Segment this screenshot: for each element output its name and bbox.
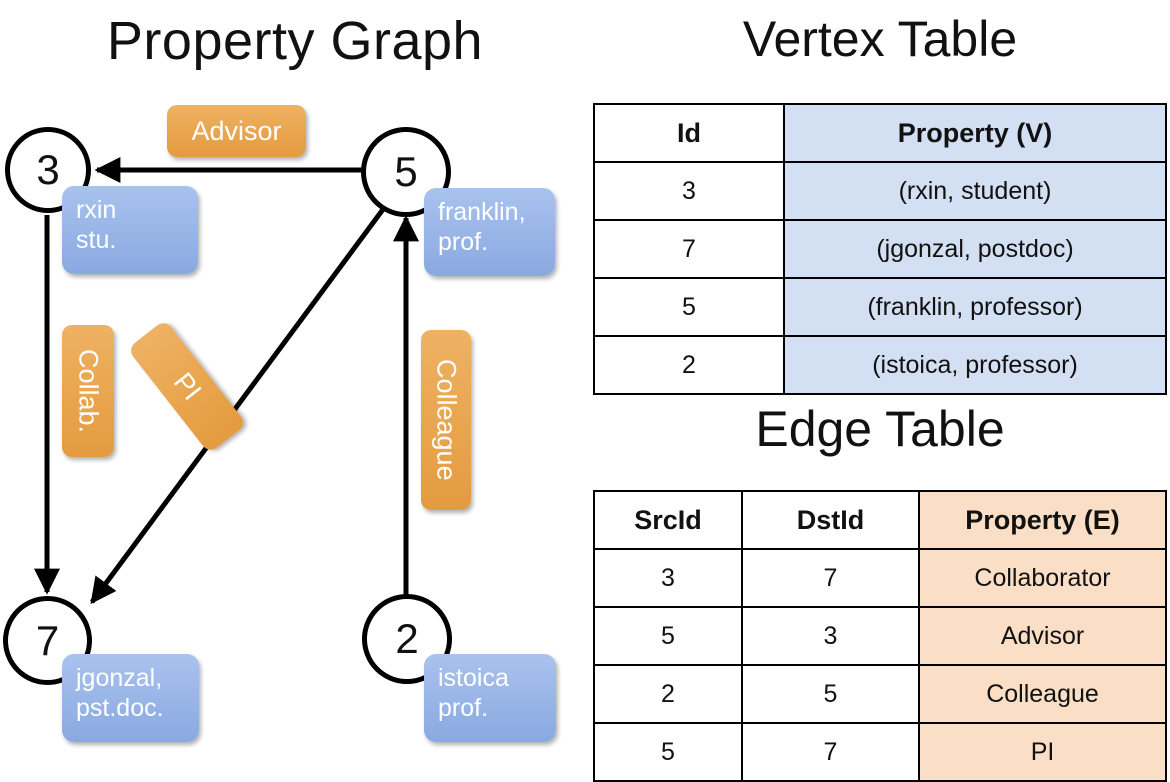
node-5-property-line1: franklin, [438,198,526,226]
node-7-property-line1: jgonzal, [76,664,163,692]
vertex-row-1-id: 7 [593,219,785,279]
graph-node-3-label: 3 [36,146,60,193]
vertex-row-0-property: (rxin, student) [783,161,1167,221]
edge-table-header-row: SrcId DstId Property (E) [593,490,1167,550]
edge-table-col-property: Property (E) [918,490,1167,550]
edge-table-title: Edge Table [755,401,1005,457]
slide-canvas: Property Graph Vertex Table Edge Table 3… [3,11,1167,782]
table-row[interactable]: 5 (franklin, professor) [593,277,1167,337]
vertex-table-header-row: Id Property (V) [593,103,1167,163]
edge-row-3-property: PI [918,722,1167,782]
vertex-table-col-id: Id [593,103,785,163]
edge-label-advisor-text: Advisor [191,115,282,146]
edge-label-collab-text: Collab. [73,348,104,434]
vertex-row-2-id: 5 [593,277,785,337]
graph-node-2-label: 2 [395,615,419,662]
edge-row-3-src: 5 [593,722,743,782]
edge-row-3-dst: 7 [741,722,920,782]
graph-node-5-label: 5 [394,148,418,195]
node-3-property-badge[interactable]: rxin stu. [62,186,198,274]
graph-node-7-label: 7 [35,616,60,664]
node-7-property-line2: pst.doc. [76,693,164,722]
edge-row-1-src: 5 [593,606,743,666]
graph-node-2[interactable]: 2 [362,594,452,684]
vertex-row-3-property: (istoica, professor) [783,335,1167,395]
table-row[interactable]: 5 7 PI [593,722,1167,782]
vertex-row-0-id: 3 [593,161,785,221]
edge-row-0-dst: 7 [741,548,920,608]
table-row[interactable]: 2 (istoica, professor) [593,335,1167,395]
edge-label-advisor[interactable]: Advisor [167,105,306,157]
vertex-table-col-property: Property (V) [783,103,1167,163]
node-5-property-line2: prof. [438,227,489,256]
edge-label-colleague-text: Colleague [431,359,462,481]
vertex-table-title: Vertex Table [742,11,1018,67]
edge-table: SrcId DstId Property (E) 3 7 Collaborato… [593,490,1167,782]
vertex-row-2-property: (franklin, professor) [783,277,1167,337]
node-5-property-badge[interactable]: franklin, prof. [424,188,555,276]
vertex-row-1-property: (jgonzal, postdoc) [783,219,1167,279]
node-2-property-line1: istoica [438,664,509,692]
edge-row-2-dst: 5 [741,664,920,724]
table-row[interactable]: 3 (rxin, student) [593,161,1167,221]
edge-label-pi-text: PI [167,366,208,406]
edge-row-1-property: Advisor [918,606,1167,666]
node-3-property-line1: rxin [76,196,117,224]
node-2-property-badge[interactable]: istoica prof. [424,654,556,742]
node-2-property-line2: prof. [438,693,489,722]
edge-row-2-property: Colleague [918,664,1167,724]
edge-row-1-dst: 3 [741,606,920,666]
node-3-property-line2: stu. [76,225,117,254]
edge-5-to-7 [89,206,387,605]
edge-table-col-srcid: SrcId [593,490,743,550]
graph-edges [34,157,419,605]
table-row[interactable]: 2 5 Colleague [593,664,1167,724]
table-row[interactable]: 7 (jgonzal, postdoc) [593,219,1167,279]
property-graph-title: Property Graph [106,11,484,71]
table-row[interactable]: 5 3 Advisor [593,606,1167,666]
edge-label-collab[interactable]: Collab. [62,325,114,457]
edge-row-0-property: Collaborator [918,548,1167,608]
node-7-property-badge[interactable]: jgonzal, pst.doc. [62,654,199,742]
vertex-table: Id Property (V) 3 (rxin, student) 7 (jgo… [593,103,1167,395]
edge-row-2-src: 2 [593,664,743,724]
table-row[interactable]: 3 7 Collaborator [593,548,1167,608]
graph-node-5[interactable]: 5 [361,127,451,217]
edge-row-0-src: 3 [593,548,743,608]
edge-label-colleague[interactable]: Colleague [421,330,471,510]
vertex-row-3-id: 2 [593,335,785,395]
edge-table-col-dstid: DstId [741,490,920,550]
